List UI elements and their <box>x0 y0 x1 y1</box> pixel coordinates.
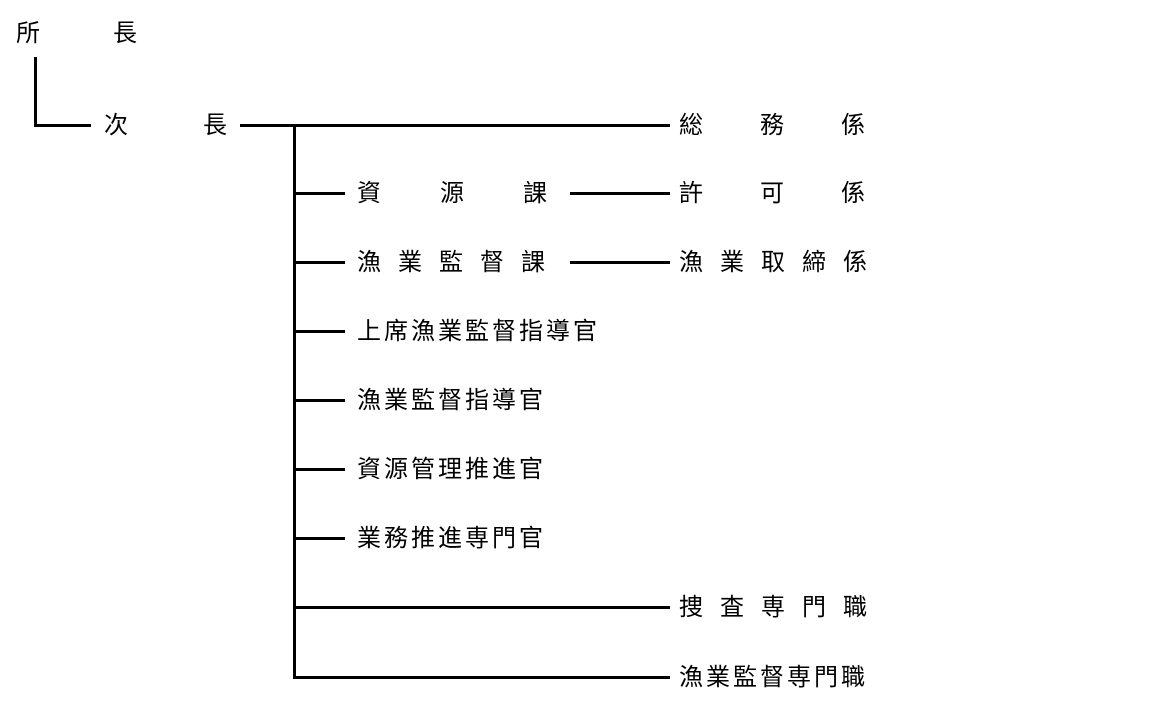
director-label: 所長 <box>16 19 210 47</box>
resources-division: 資源課 <box>357 179 606 207</box>
enforcement-section: 漁業取締係 <box>679 248 884 276</box>
senior-guidance-officer: 上席漁業監督指導官 <box>357 317 600 345</box>
deputy-label: 次長 <box>104 111 302 139</box>
guidance-officer: 漁業監督指導官 <box>357 386 546 414</box>
branch-line <box>293 399 345 402</box>
branch-line <box>293 676 670 679</box>
branch-line <box>293 192 345 195</box>
branch-line <box>293 606 670 609</box>
branch-line <box>293 537 345 540</box>
branch-line <box>570 261 670 264</box>
director-connector <box>34 57 37 127</box>
branch-line <box>293 468 345 471</box>
investigation-specialist: 捜査専門職 <box>679 593 884 621</box>
deputy-to-general-affairs-line <box>240 124 670 127</box>
permits-section: 許可係 <box>679 179 922 207</box>
resource-mgmt-officer: 資源管理推進官 <box>357 455 546 483</box>
branch-line <box>293 261 345 264</box>
branch-line <box>293 330 345 333</box>
branch-line <box>570 192 670 195</box>
operations-specialist: 業務推進専門官 <box>357 524 546 552</box>
director-connector <box>34 124 91 127</box>
general-affairs-section: 総務係 <box>679 111 922 139</box>
enforcement-division: 漁業監督課 <box>357 248 562 276</box>
enforcement-specialist: 漁業監督専門職 <box>679 663 868 691</box>
